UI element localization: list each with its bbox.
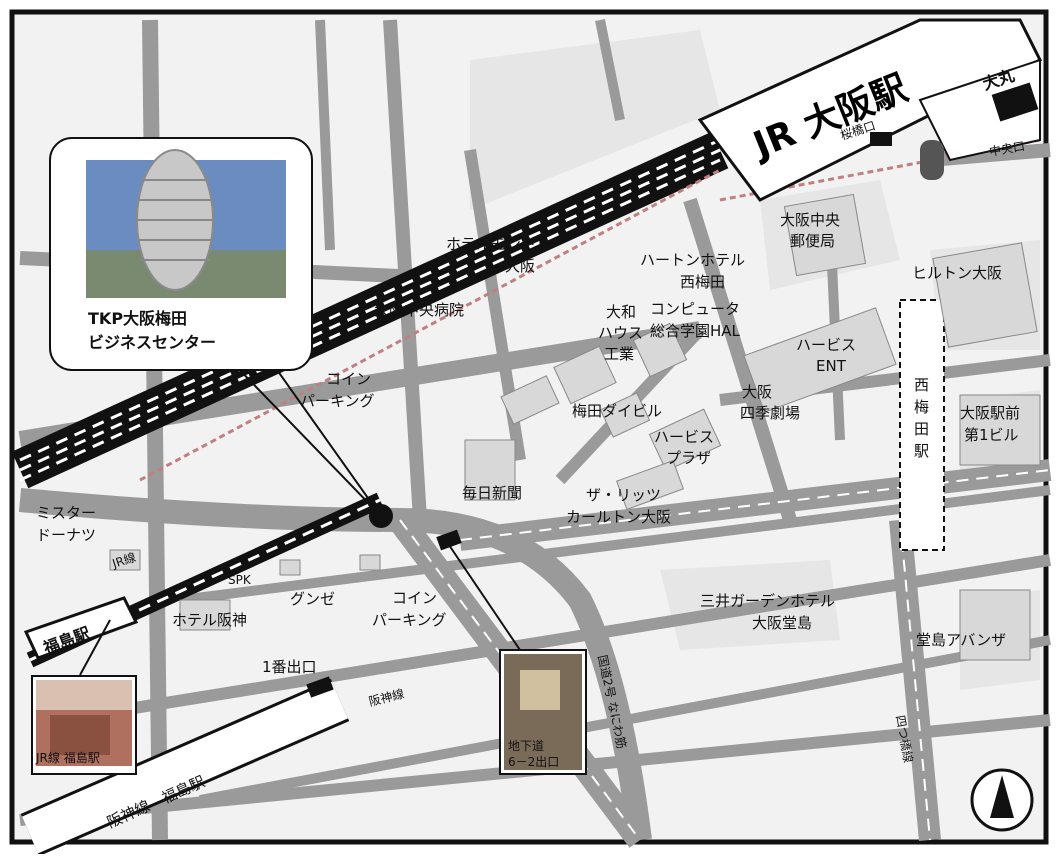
exit-6-2-marker <box>436 529 462 551</box>
ritz-carlton-label-1: ザ・リッツ <box>586 486 661 504</box>
post-office-label-2: 郵便局 <box>790 232 835 250</box>
mitsui-garden-label-2: 大阪堂島 <box>752 614 812 632</box>
herbis-plaza-label-2: プラザ <box>666 449 711 467</box>
hotel-monterey-label-2: 大阪 <box>505 257 535 275</box>
hotel-hanshin-label: ホテル阪神 <box>172 611 247 629</box>
underground-exit-label-1: 地下道 <box>508 739 544 753</box>
shiki-theater-label-1: 大阪 <box>742 383 772 401</box>
hotel-monterey-label-1: ホテルモントレ <box>446 235 551 253</box>
central-hospital-label: 大阪中央病院 <box>374 301 464 319</box>
ekimae-building-label-2: 第1ビル <box>964 426 1019 444</box>
shiki-theater-label-2: 四季劇場 <box>740 404 800 422</box>
mitsui-garden-label-1: 三井ガーデンホテル <box>700 592 835 610</box>
daiwa-house-label-2: ハウス <box>598 324 643 342</box>
ekimae-building-label-1: 大阪駅前 <box>960 404 1020 422</box>
fukushima-station-sign <box>23 596 139 676</box>
fukushima-photo-caption: JR線 福島駅 <box>35 750 100 765</box>
umeda-daibiru-label: 梅田ダイビル <box>572 402 662 420</box>
jr-line-label: JR線 <box>109 549 137 571</box>
post-office-label-1: 大阪中央 <box>780 211 840 229</box>
hanshin-railway <box>20 678 350 857</box>
underground-exit-label-2: 6－2出口 <box>508 755 559 769</box>
dojima-avanza-label: 堂島アバンザ <box>916 631 1006 649</box>
tkp-callout <box>49 137 393 528</box>
svg-text:西: 西 <box>914 376 929 394</box>
ritz-carlton-label-2: カールトン大阪 <box>566 508 671 526</box>
underground-exit-photo <box>448 544 587 775</box>
herton-hotel-label-1: ハートンホテル <box>640 251 745 269</box>
daiwa-house-label-1: 大和 <box>606 303 636 321</box>
spk-label: SPK <box>228 573 252 587</box>
north-compass-icon <box>970 768 1034 832</box>
tkp-location-pin <box>369 504 393 528</box>
herton-hotel-label-2: 西梅田 <box>680 273 725 291</box>
mainichi-label: 毎日新聞 <box>462 484 522 502</box>
gunze-label: グンゼ <box>290 590 335 608</box>
herbis-plaza-label-1: ハービス <box>654 428 714 446</box>
exit-1-label: 1番出口 <box>262 658 317 676</box>
coin-parking-north-label-2: パーキング <box>300 392 375 410</box>
computer-school-label-2: 総合学園HAL <box>650 322 741 340</box>
herbis-ent-label-1: ハービス <box>796 336 856 354</box>
tkp-label-2: ビジネスセンター <box>88 333 216 352</box>
coin-parking-south-label-1: コイン <box>392 589 437 607</box>
daiwa-house-label-3: 工業 <box>604 345 634 363</box>
exit-1-marker <box>306 676 334 698</box>
mister-donut-label-1: ミスター <box>36 504 96 522</box>
tkp-label-1: TKP大阪梅田 <box>88 309 187 328</box>
jr-osaka-station <box>697 18 1043 202</box>
svg-text:梅: 梅 <box>914 398 929 416</box>
hilton-label: ヒルトン大阪 <box>912 264 1002 282</box>
computer-school-label-1: コンピュータ <box>650 300 740 318</box>
nishi-umeda-label: 西 梅 田 駅 <box>914 376 929 460</box>
fukushima-photo <box>31 675 137 775</box>
nishi-umeda-station-box <box>899 299 945 551</box>
central-exit-label: 中央口 <box>988 138 1026 159</box>
svg-text:田: 田 <box>914 420 929 438</box>
coin-parking-north-label-1: コイン <box>326 370 371 388</box>
mister-donut-label-2: ドーナツ <box>36 526 96 544</box>
svg-text:駅: 駅 <box>914 442 929 460</box>
coin-parking-south-label-2: パーキング <box>372 611 447 629</box>
herbis-ent-label-2: ENT <box>816 357 847 375</box>
buildings <box>109 193 1041 661</box>
